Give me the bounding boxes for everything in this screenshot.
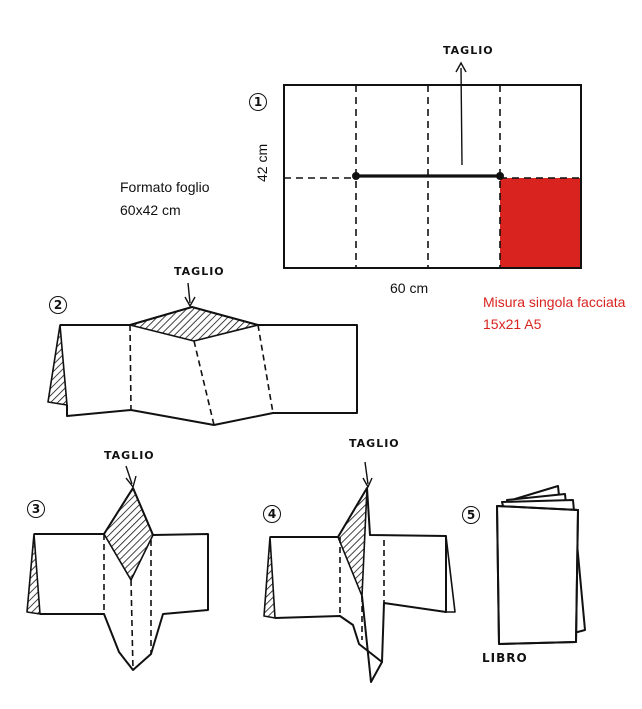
- sheet-width-label: 60 cm: [390, 280, 429, 296]
- step1-sheet: [283, 61, 582, 269]
- step-number-1: 1: [249, 93, 267, 111]
- page-size-highlight: [500, 178, 581, 268]
- cut-label-step2: TAGLIO: [174, 265, 225, 278]
- sheet-height-label: 42 cm: [254, 143, 270, 182]
- step3-fold: [26, 465, 209, 671]
- step4-fold: [263, 461, 456, 683]
- cut-arrow: [460, 67, 463, 166]
- sheet-format-line2: 60x42 cm: [120, 202, 181, 218]
- step-number-3: 3: [27, 500, 45, 518]
- cut-label-step3: TAGLIO: [104, 449, 155, 462]
- page-size-line1: Misura singola facciata: [483, 294, 626, 310]
- book-label: LIBRO: [482, 651, 528, 665]
- cut-label-step4: TAGLIO: [349, 437, 400, 450]
- sheet-format-line1: Formato foglio: [120, 179, 210, 195]
- step-number-4: 4: [263, 505, 281, 523]
- step5-book: [496, 485, 586, 645]
- cut-label-step1: TAGLIO: [443, 44, 494, 57]
- step-number-5: 5: [462, 506, 480, 524]
- page-size-line2: 15x21 A5: [483, 316, 542, 332]
- step2-strip: [47, 282, 358, 426]
- step-number-2: 2: [49, 296, 67, 314]
